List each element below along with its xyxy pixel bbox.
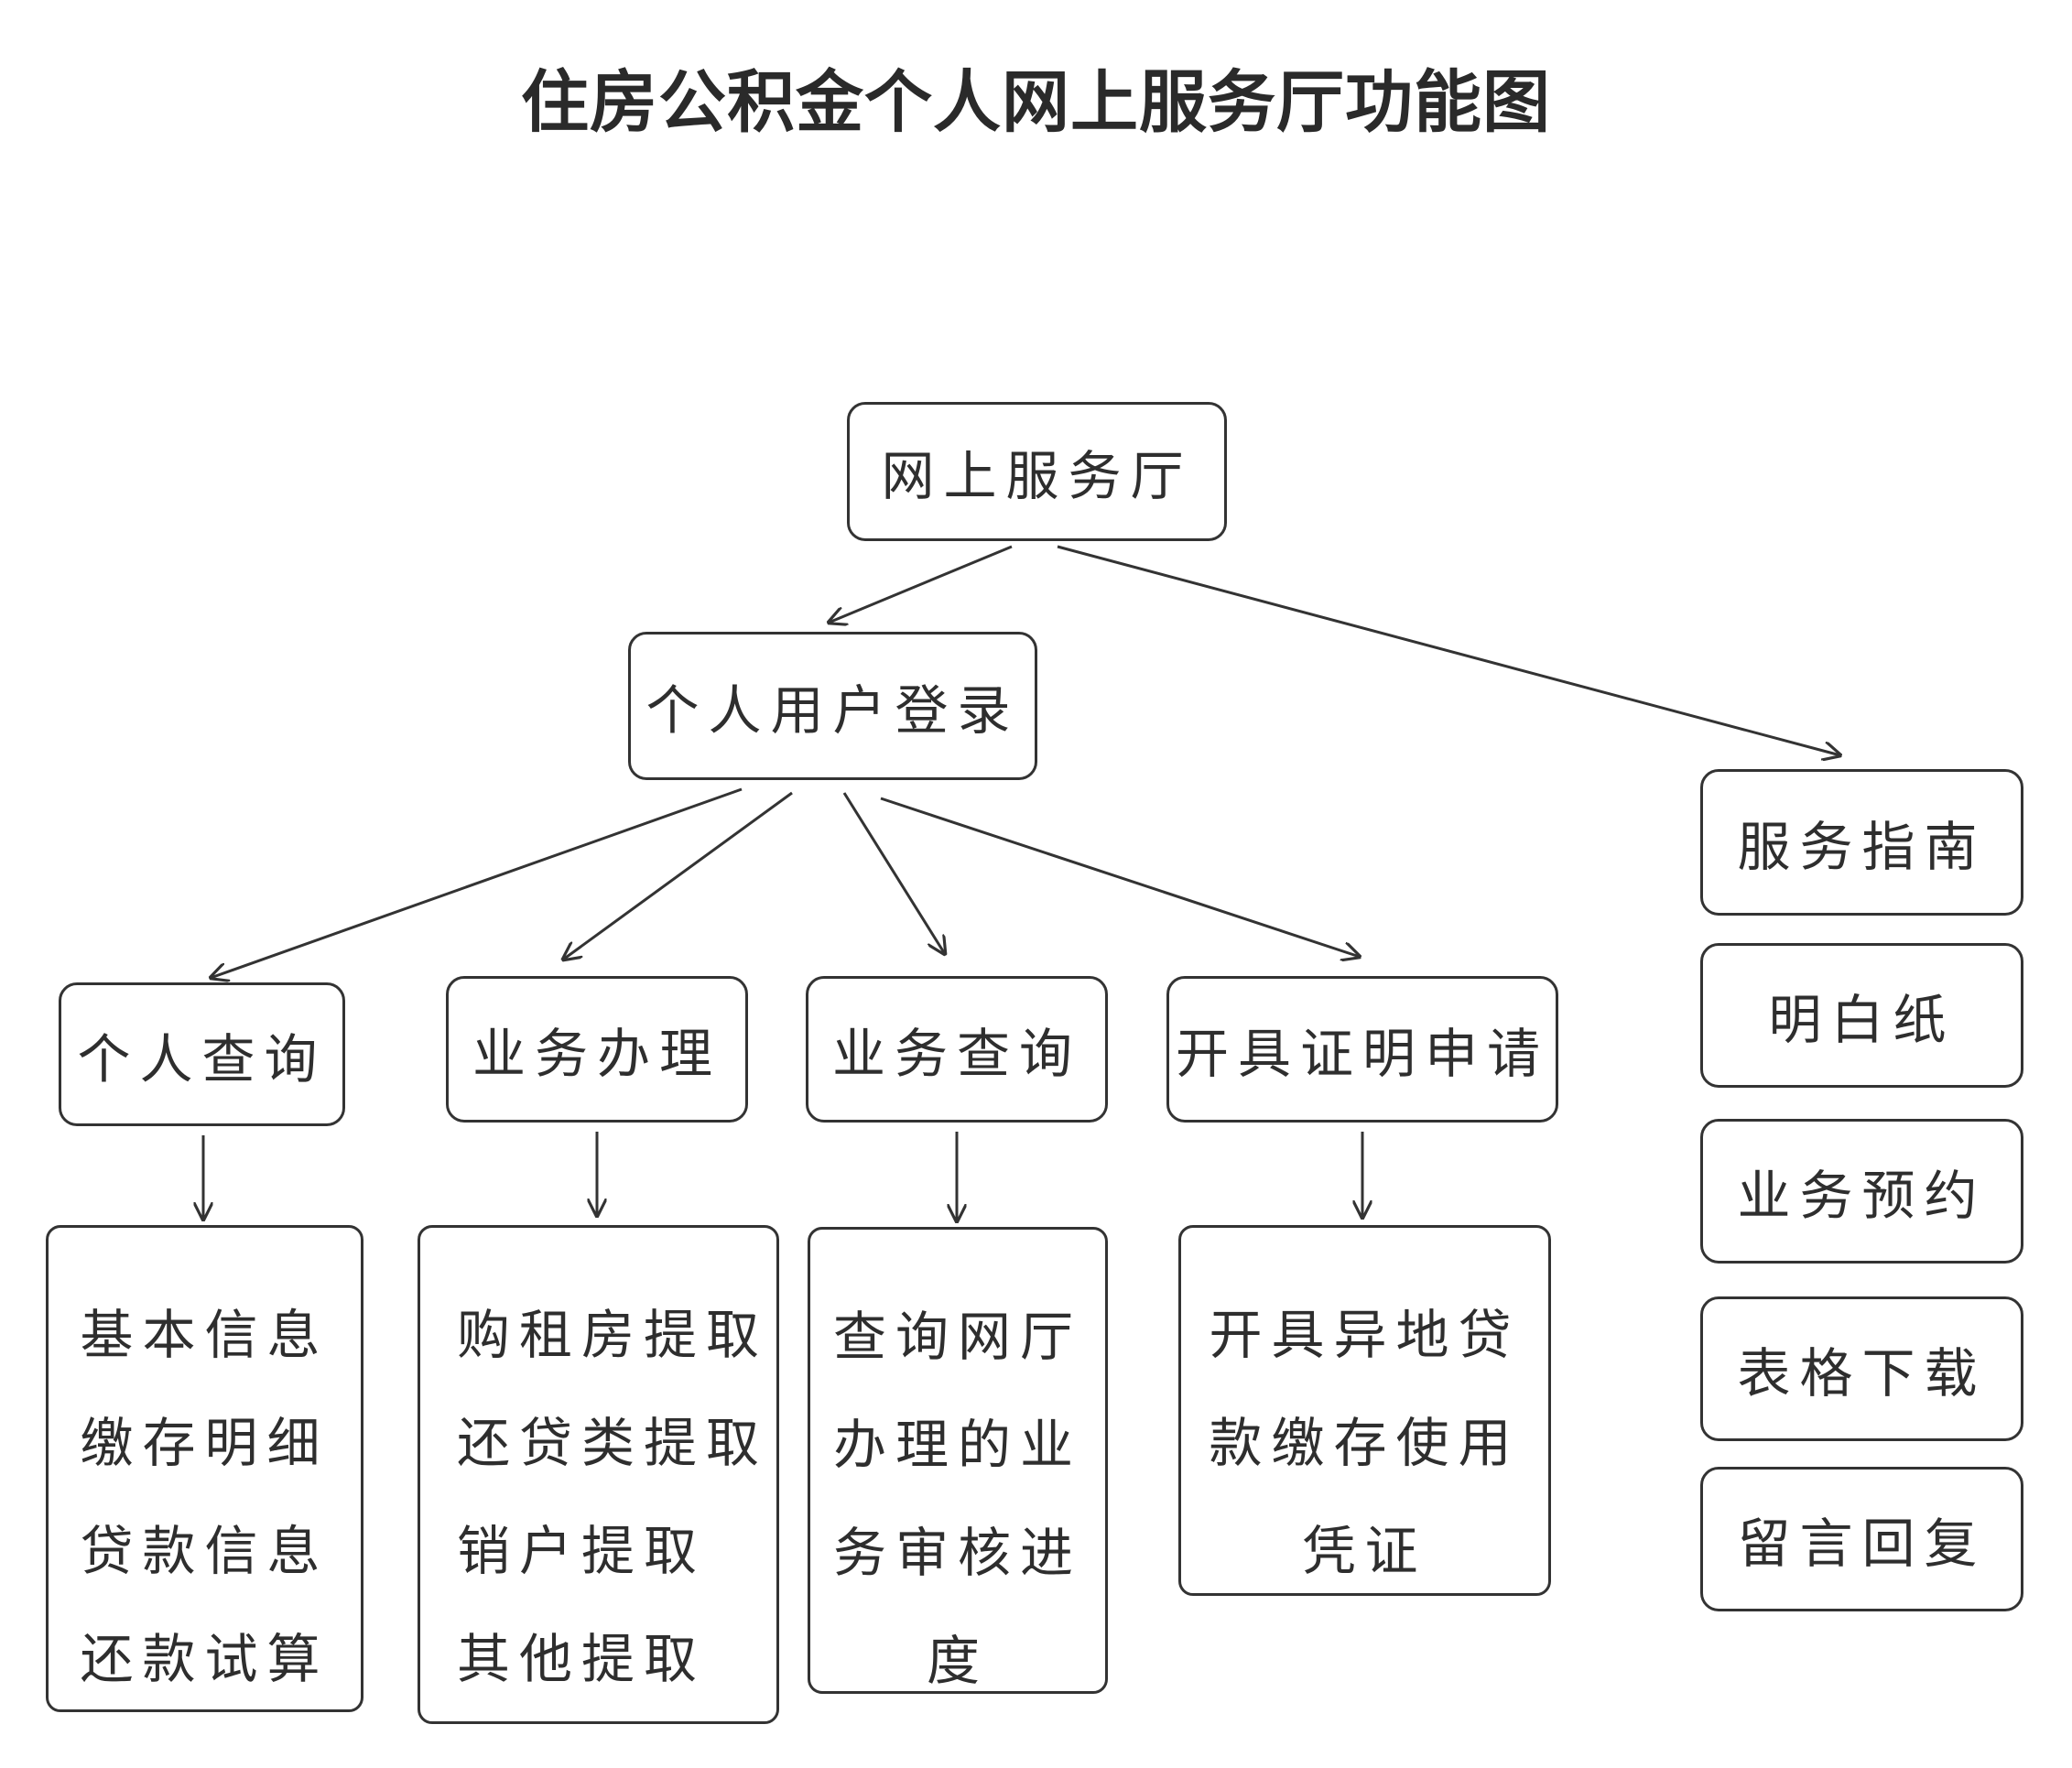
detail-item: 查询网厅 xyxy=(832,1306,1082,1368)
node-online-service-hall-label: 网上服务厅 xyxy=(881,445,1193,507)
detail-item: 务审核进 xyxy=(832,1522,1082,1584)
detail-personal-query: 基本信息 缴存明细 贷款信息 还款试算 xyxy=(46,1225,363,1712)
detail-item: 还款试算 xyxy=(80,1628,330,1690)
node-personal-user-login: 个人用户登录 xyxy=(628,632,1037,780)
arrow-login-to-business-handling xyxy=(563,791,793,960)
page-title: 住房公积金个人网上服务厅功能图 xyxy=(521,63,1551,142)
node-certificate-application-label: 开具证明申请 xyxy=(1175,1023,1549,1085)
detail-item: 款缴存使用 xyxy=(1209,1412,1521,1474)
detail-item: 购租房提取 xyxy=(457,1304,769,1366)
side-form-download: 表格下载 xyxy=(1700,1296,2023,1441)
side-service-guide: 服务指南 xyxy=(1700,769,2023,916)
arrow-root-to-service-guide xyxy=(1057,545,1840,755)
detail-item: 销户提取 xyxy=(457,1520,707,1582)
node-certificate-application: 开具证明申请 xyxy=(1166,976,1558,1123)
arrow-login-to-business-query xyxy=(842,792,945,954)
detail-business-query: 查询网厅 办理的业 务审核进 度 xyxy=(808,1227,1108,1694)
node-personal-user-login-label: 个人用户登录 xyxy=(645,679,1020,742)
side-message-reply: 留言回复 xyxy=(1700,1467,2023,1611)
node-business-handling: 业务办理 xyxy=(446,976,748,1123)
detail-business-handling: 购租房提取 还贷类提取 销户提取 其他提取 xyxy=(418,1225,779,1724)
node-online-service-hall: 网上服务厅 xyxy=(847,402,1227,541)
node-personal-query: 个人查询 xyxy=(59,982,345,1126)
side-service-guide-label: 服务指南 xyxy=(1737,816,1987,878)
side-form-download-label: 表格下载 xyxy=(1737,1342,1987,1405)
node-business-query-label: 业务查询 xyxy=(831,1023,1081,1085)
detail-item: 缴存明细 xyxy=(80,1412,330,1474)
side-message-reply-label: 留言回复 xyxy=(1737,1513,1987,1575)
arrow-login-to-certificate xyxy=(880,797,1360,957)
side-appointment-label: 业务预约 xyxy=(1737,1165,1987,1227)
detail-item: 开具异地贷 xyxy=(1209,1304,1521,1366)
detail-item: 贷款信息 xyxy=(80,1520,330,1582)
node-business-handling-label: 业务办理 xyxy=(472,1023,721,1085)
detail-item: 度 xyxy=(926,1630,989,1692)
side-info-sheet: 明白纸 xyxy=(1700,943,2023,1088)
detail-item: 其他提取 xyxy=(457,1628,707,1690)
detail-item: 办理的业 xyxy=(832,1414,1082,1476)
detail-item: 还贷类提取 xyxy=(457,1412,769,1474)
arrow-root-to-login xyxy=(829,545,1013,623)
detail-item: 凭证 xyxy=(1302,1520,1427,1582)
detail-certificate-application: 开具异地贷 款缴存使用 凭证 xyxy=(1178,1225,1551,1596)
node-personal-query-label: 个人查询 xyxy=(77,1027,327,1090)
node-business-query: 业务查询 xyxy=(806,976,1108,1123)
arrow-login-to-personal-query xyxy=(211,787,743,978)
side-info-sheet-label: 明白纸 xyxy=(1768,989,1956,1051)
detail-item: 基本信息 xyxy=(80,1304,330,1366)
side-appointment: 业务预约 xyxy=(1700,1119,2023,1264)
